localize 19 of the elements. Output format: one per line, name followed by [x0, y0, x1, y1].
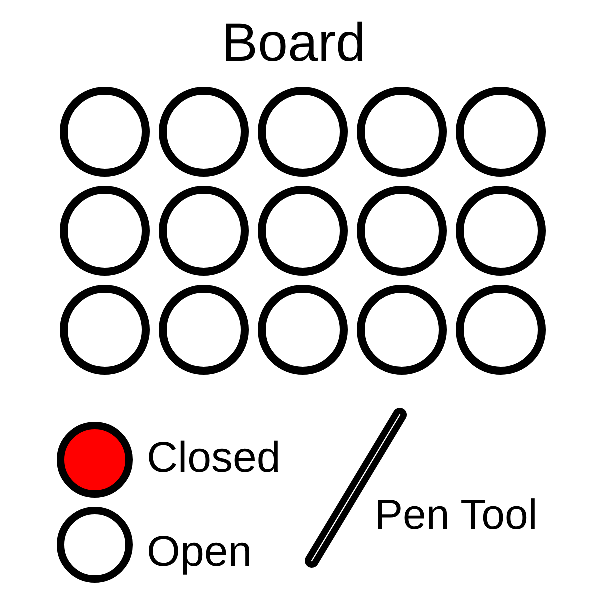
board-slot: [357, 87, 447, 177]
legend-label: Open: [147, 531, 252, 574]
board-slot: [258, 87, 348, 177]
board-slot: [258, 186, 348, 276]
board-slot: [159, 285, 249, 375]
board-slot: [258, 285, 348, 375]
board-slot: [60, 285, 150, 375]
board-slot: [159, 186, 249, 276]
board-slot: [456, 186, 546, 276]
board-slot: [456, 87, 546, 177]
board-slot: [60, 87, 150, 177]
tool-label: Pen Tool: [375, 494, 538, 536]
legend-label: Closed: [147, 437, 281, 480]
board-slot: [456, 285, 546, 375]
board-slot: [159, 87, 249, 177]
board-slot: [60, 186, 150, 276]
board-slot: [357, 285, 447, 375]
board-title: Board: [222, 16, 366, 70]
board-slot: [357, 186, 447, 276]
